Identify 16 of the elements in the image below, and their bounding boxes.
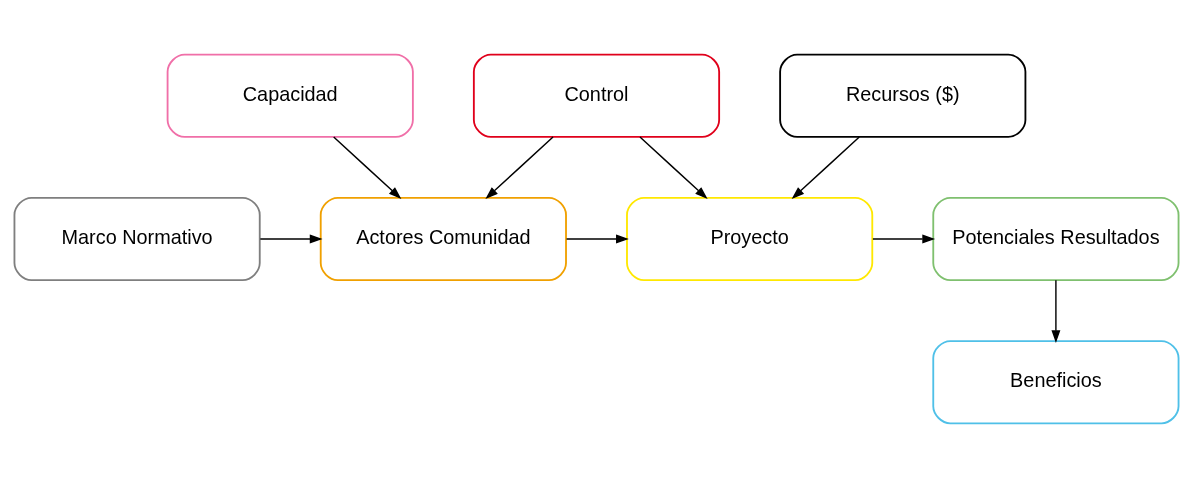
arrow	[485, 135, 554, 199]
node-box: Capacidad	[166, 53, 414, 138]
arrow	[333, 135, 402, 199]
node-box: Actores Comunidad	[319, 196, 567, 281]
arrow	[791, 135, 860, 199]
node-box: Marco Normativo	[13, 196, 261, 281]
arrow	[1051, 279, 1061, 343]
arrow	[565, 234, 629, 243]
node-box: Beneficios	[932, 339, 1180, 424]
arrow	[259, 234, 323, 243]
arrow	[872, 234, 936, 243]
node-box: Proyecto	[626, 196, 874, 281]
arrow	[639, 135, 708, 199]
node-box: Potenciales Resultados	[932, 196, 1180, 281]
node-box: Recursos ($)	[779, 53, 1027, 138]
node-box: Control	[472, 53, 721, 138]
